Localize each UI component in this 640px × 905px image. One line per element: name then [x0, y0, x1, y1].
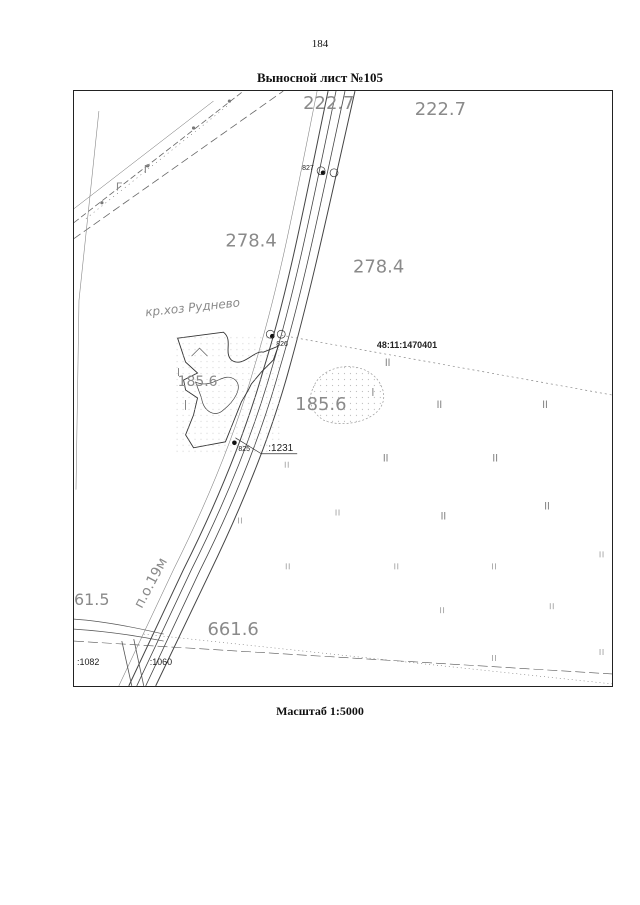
height-label-2: 222.7 [415, 99, 466, 120]
cross-road [74, 618, 612, 686]
contour-right [310, 366, 385, 424]
field-mark-5: ll [492, 454, 498, 465]
cadastral-labels: 48:11:1470401 :1231 :1082 :1060 827 826 … [77, 165, 437, 667]
settlement-zone [173, 335, 284, 455]
parcel-label-1231: :1231 [268, 443, 293, 454]
hatch-ticks [237, 461, 604, 661]
field-mark-1: ll [385, 358, 391, 369]
left-boundary [75, 111, 100, 490]
height-label-3: 278.4 [225, 231, 276, 252]
height-labels: 222.7 222.7 278.4 278.4 61.5 661.6 185.6… [74, 93, 466, 640]
map-canvas: Г Г [74, 91, 612, 686]
label-leader-1231 [235, 437, 262, 455]
point-label-826: 826 [276, 341, 288, 348]
map-frame: Г Г [73, 90, 613, 687]
point-label-825: 825 [238, 446, 250, 453]
parcel-label-1082: :1082 [77, 657, 99, 667]
field-mark-6: ll [441, 512, 447, 523]
point-827-marker [320, 170, 326, 176]
field-mark-7: ll [544, 502, 550, 513]
settlement-label: кр.хоз Руднево [145, 295, 241, 319]
contour-label-left: 185.6 [178, 374, 218, 390]
sheet-title: Выносной лист №105 [256, 70, 384, 85]
height-label-4: 278.4 [353, 256, 404, 277]
height-label-5: 61.5 [74, 590, 110, 609]
svg-text:Г: Г [144, 163, 151, 176]
field-mark-3: ll [542, 400, 548, 411]
railway-ticks: Г Г [116, 163, 151, 194]
field-mark-4: ll [383, 454, 389, 465]
parcel-label-1060: :1060 [150, 657, 172, 667]
height-label-6: 661.6 [208, 619, 259, 640]
svg-text:Г: Г [116, 181, 123, 194]
road-label: п.о.19м [131, 555, 171, 611]
height-label-1: 222.7 [303, 93, 354, 114]
point-826-marker [269, 333, 275, 339]
field-marks: ll ll ll ll ll ll ll [383, 358, 550, 522]
field-mark-2: ll [437, 400, 443, 411]
scale-label: Масштаб 1:5000 [276, 704, 364, 718]
survey-points [232, 166, 339, 446]
parcel-boundary [281, 334, 612, 396]
page-number: 184 [311, 38, 329, 50]
railway-lines [74, 91, 284, 239]
point-825-marker [232, 440, 237, 446]
railway-dots [100, 99, 232, 205]
parcel-label-1470401: 48:11:1470401 [377, 340, 437, 350]
point-label-827: 827 [302, 165, 314, 172]
settlement-symbols [178, 347, 374, 410]
contour-label-right: 185.6 [295, 394, 346, 415]
